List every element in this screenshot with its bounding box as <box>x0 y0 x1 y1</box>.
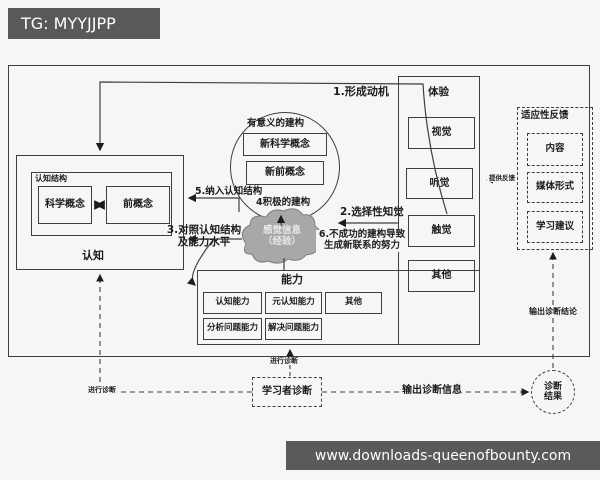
step6-label: 6.不成功的建构导致 生成新联系的努力 <box>316 229 408 252</box>
output-diagnosis-conclusion-label: 输出诊断结论 <box>527 307 579 317</box>
content-box: 内容 <box>527 133 583 166</box>
conduct-diagnosis-right-label: 进行诊断 <box>268 357 300 366</box>
touch-box: 触觉 <box>408 215 475 247</box>
content-label: 内容 <box>545 143 565 155</box>
result-line2: 结果 <box>543 392 562 402</box>
analyze-ability-label: 分析问题能力 <box>206 323 258 334</box>
provide-feedback-label: 提供反馈 <box>487 174 517 183</box>
step1-label: 1.形成动机 <box>333 85 389 98</box>
tg-badge: TG: MYYJJPP <box>8 8 160 39</box>
new-pre-concept-label: 新前概念 <box>265 167 305 179</box>
touch-label: 触觉 <box>431 225 452 237</box>
adaptive-feedback-label: 适应性反馈 <box>521 110 569 121</box>
diagnosis-result-circle: 诊断 结果 <box>531 370 575 414</box>
adaptive-feedback-panel <box>517 107 593 250</box>
analyze-ability-box: 分析问题能力 <box>203 318 262 340</box>
cognitive-ability-label: 认知能力 <box>215 297 250 308</box>
step5-label: 5.纳入认知结构 <box>195 186 263 197</box>
learning-advice-box: 学习建议 <box>527 211 583 243</box>
media-form-box: 媒体形式 <box>527 172 583 203</box>
hearing-label: 听觉 <box>429 177 450 189</box>
learner-diagnosis-box: 学习者诊断 <box>252 377 322 407</box>
step3-line2: 及能力水平 <box>177 236 231 249</box>
metacognitive-ability-box: 元认知能力 <box>265 292 322 314</box>
experience-label: 体验 <box>428 86 449 98</box>
cognitive-structure-label: 认知结构 <box>35 174 67 183</box>
output-diagnosis-info-label: 输出诊断信息 <box>400 385 464 397</box>
ability-other-label: 其他 <box>344 297 362 308</box>
science-concept-box: 科学概念 <box>38 186 92 224</box>
outer-frame <box>8 65 590 357</box>
new-science-concept-label: 新科学概念 <box>260 138 310 150</box>
learner-diagnosis-label: 学习者诊断 <box>262 386 312 398</box>
watermark-bar: www.downloads-queenofbounty.com <box>286 441 600 470</box>
ability-label: 能力 <box>281 273 303 286</box>
step3-line1: 3.对照认知结构 <box>166 224 242 236</box>
cloud-line2: （经验） <box>262 235 301 247</box>
vision-box: 视觉 <box>408 117 475 149</box>
construction-title: 有意义的建构 <box>247 118 305 129</box>
step2-label: 2.选择性知觉 <box>340 206 404 218</box>
experience-other-label: 其他 <box>431 270 452 282</box>
step3-label: 3.对照认知结构 及能力水平 <box>160 224 248 248</box>
ability-other-box: 其他 <box>325 292 382 314</box>
cognitive-ability-box: 认知能力 <box>203 292 262 314</box>
cognition-label: 认知 <box>82 249 104 262</box>
result-line1: 诊断 <box>543 381 562 392</box>
new-science-concept-box: 新科学概念 <box>243 133 327 156</box>
conduct-diagnosis-left-label: 进行诊断 <box>86 386 118 395</box>
step6-line2: 生成新联系的努力 <box>323 239 400 251</box>
step6-line1: 6.不成功的建构导致 <box>318 229 406 240</box>
diagnosis-result-label: 诊断 结果 <box>544 382 562 403</box>
media-form-label: 媒体形式 <box>535 181 574 193</box>
solve-ability-box: 解决问题能力 <box>265 318 322 340</box>
metacognitive-ability-label: 元认知能力 <box>272 297 315 308</box>
vision-label: 视觉 <box>431 127 452 139</box>
pre-concept-label: 前概念 <box>123 199 153 211</box>
solve-ability-label: 解决问题能力 <box>267 323 319 334</box>
science-concept-label: 科学概念 <box>45 199 85 211</box>
sensory-cloud-label: 感觉信息 （经验） <box>252 225 312 248</box>
step4-label: 4积极的建构 <box>256 197 311 208</box>
experience-other-box: 其他 <box>408 260 475 292</box>
pre-concept-box: 前概念 <box>106 186 170 224</box>
hearing-box: 听觉 <box>406 168 473 199</box>
new-pre-concept-box: 新前概念 <box>246 161 324 185</box>
learning-advice-label: 学习建议 <box>535 220 574 232</box>
